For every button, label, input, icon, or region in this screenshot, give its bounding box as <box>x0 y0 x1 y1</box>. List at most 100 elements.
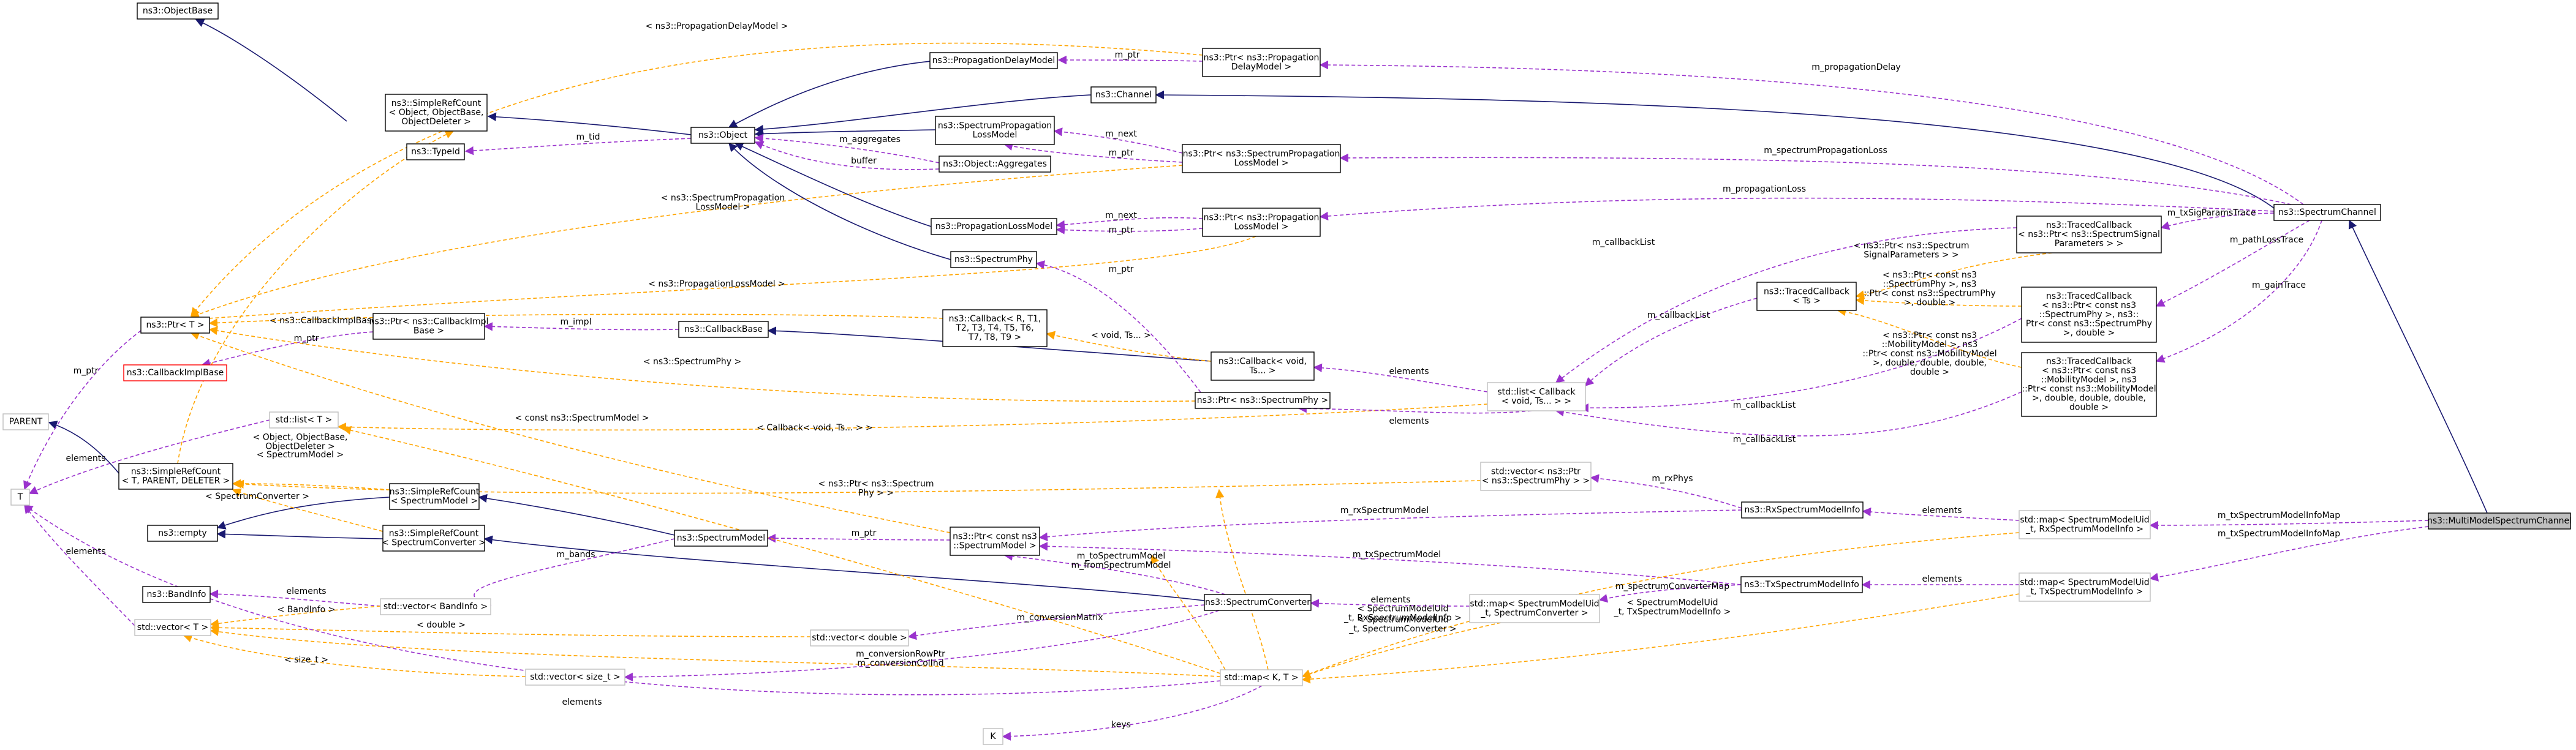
class-node-multimodel[interactable]: ns3::MultiModelSpectrumChannel <box>2427 512 2572 530</box>
class-node-callback10[interactable]: ns3::Callback< R, T1,T2, T3, T4, T5, T6,… <box>942 309 1048 347</box>
class-node-tnode[interactable]: T <box>10 489 30 506</box>
node-label: std::map< K, T > <box>1224 673 1298 683</box>
node-label: ns3::SimpleRefCount <box>391 99 482 108</box>
class-node-spectrummodel[interactable]: ns3::SpectrumModel <box>674 530 768 547</box>
class-node-objectbase[interactable]: ns3::ObjectBase <box>137 2 219 20</box>
node-label: ::Ptr< const ns3::MobilityModel <box>2022 384 2156 394</box>
class-node-tracedcbts[interactable]: ns3::TracedCallback< Ts > <box>1756 282 1857 311</box>
node-label: ObjectDeleter > <box>401 117 471 127</box>
class-node-channel[interactable]: ns3::Channel <box>1090 86 1157 103</box>
template-edge <box>337 403 1488 432</box>
template-edge <box>208 326 1196 402</box>
class-node-ptrproploss[interactable]: ns3::Ptr< ns3::PropagationLossModel > <box>1202 208 1321 237</box>
edge-label: m_bands <box>556 550 595 560</box>
usage-edge <box>766 533 951 543</box>
class-node-ptrcbimpl[interactable]: ns3::Ptr< ns3::CallbackImplBase > <box>369 313 489 340</box>
node-label: LossModel > <box>1234 159 1289 168</box>
node-box <box>269 411 339 429</box>
usage-edge <box>754 133 940 163</box>
class-node-parent[interactable]: PARENT <box>2 413 49 430</box>
edge-line <box>208 326 1196 402</box>
edge-line <box>1590 474 1742 509</box>
class-node-vecsizet[interactable]: std::vector< size_t > <box>525 669 625 686</box>
class-node-spectrumchannel[interactable]: ns3::SpectrumChannel <box>2273 204 2381 221</box>
node-label: ns3::CallbackImplBase <box>127 368 224 378</box>
template-edge <box>1855 252 2053 299</box>
node-label: ns3::TracedCallback <box>2046 220 2132 230</box>
class-node-propdelaymodel[interactable]: ns3::PropagationDelayModel <box>929 52 1058 69</box>
edge-label: m_pathLossTrace <box>2230 235 2303 245</box>
class-node-srcsm[interactable]: ns3::SimpleRefCount< SpectrumModel > <box>389 483 480 510</box>
class-node-tracedcbpath[interactable]: ns3::TracedCallback< ns3::Ptr< const ns3… <box>2021 287 2157 343</box>
class-node-maptx[interactable]: std::map< SpectrumModelUid_t, TxSpectrum… <box>2019 572 2151 602</box>
node-label: _t, TxSpectrumModelInfo > <box>2026 587 2144 597</box>
class-node-callbackimplbase[interactable]: ns3::CallbackImplBase <box>123 364 227 381</box>
class-node-callbackbase[interactable]: ns3::CallbackBase <box>678 321 769 338</box>
class-node-ptrt[interactable]: ns3::Ptr< T > <box>140 317 210 334</box>
node-label: >, double > <box>2063 328 2115 338</box>
class-node-knode[interactable]: K <box>983 728 1003 745</box>
class-node-ptrsphy[interactable]: ns3::Ptr< ns3::SpectrumPhy > <box>1195 392 1331 409</box>
node-label: ns3::Callback< R, T1, <box>949 314 1041 324</box>
edge-line <box>337 403 1488 432</box>
class-node-ptrspropmodel[interactable]: ns3::Ptr< ns3::SpectrumPropagationLossMo… <box>1182 144 1341 173</box>
class-node-srcdel[interactable]: ns3::SimpleRefCount< T, PARENT, DELETER … <box>118 463 233 490</box>
node-label: ns3::ObjectBase <box>143 6 213 16</box>
class-node-aggregates[interactable]: ns3::Object::Aggregates <box>939 156 1051 173</box>
edge-label: elements <box>1922 574 1962 584</box>
class-node-stdlistt[interactable]: std::list< T > <box>269 411 339 429</box>
class-node-bandinfo[interactable]: ns3::BandInfo <box>142 586 211 603</box>
edge-label: m_toSpectrumModel <box>1077 552 1166 561</box>
class-node-maprx[interactable]: std::map< SpectrumModelUid_t, RxSpectrum… <box>2019 510 2151 539</box>
class-node-stdvectort[interactable]: std::vector< T > <box>134 619 211 636</box>
class-node-tracedcbgain[interactable]: ns3::TracedCallback< ns3::Ptr< const ns3… <box>2021 352 2157 417</box>
class-node-ptrconstsm[interactable]: ns3::Ptr< const ns3::SpectrumModel > <box>950 527 1040 556</box>
class-node-ptrpropdelay[interactable]: ns3::Ptr< ns3::PropagationDelayModel > <box>1202 48 1321 77</box>
class-node-srcobj[interactable]: ns3::SimpleRefCount< Object, ObjectBase,… <box>385 94 488 132</box>
class-node-proplossmodel[interactable]: ns3::PropagationLossModel <box>931 218 1057 235</box>
template-edge <box>210 627 1221 677</box>
template-edge <box>1215 489 1269 670</box>
edge-line <box>1003 141 1183 163</box>
edge-label: < void, Ts... > <box>1091 331 1151 340</box>
class-node-callbackvoid[interactable]: ns3::Callback< void,Ts... > <box>1211 351 1315 381</box>
node-box <box>1740 576 1863 593</box>
class-node-rxsmi[interactable]: ns3::RxSpectrumModelInfo <box>1741 501 1864 519</box>
class-node-srcsc[interactable]: ns3::SimpleRefCount< SpectrumConverter > <box>382 525 486 552</box>
node-label: ::SpectrumModel > <box>953 541 1037 551</box>
class-node-stdlistcb[interactable]: std::list< Callback< void, Ts... > > <box>1487 382 1586 411</box>
edge-label: m_rxPhys <box>1652 474 1693 484</box>
class-node-object[interactable]: ns3::Object <box>690 127 755 144</box>
class-node-txsmi[interactable]: ns3::TxSpectrumModelInfo <box>1740 576 1863 593</box>
edge-line <box>728 142 951 260</box>
edge-line <box>232 488 383 532</box>
template-edge <box>1301 622 1501 678</box>
inheritance-edge <box>754 129 936 138</box>
class-node-spectrumconverter[interactable]: ns3::SpectrumConverter <box>1204 594 1312 611</box>
class-node-tracedcbsig[interactable]: ns3::TracedCallback< ns3::Ptr< ns3::Spec… <box>2016 216 2162 253</box>
edge-line <box>478 493 675 536</box>
class-node-vecbandinfo[interactable]: std::vector< BandInfo > <box>380 598 491 615</box>
class-node-vecdouble[interactable]: std::vector< double > <box>810 629 909 647</box>
edge-label: m_conversionColInd <box>857 659 943 669</box>
edge-line <box>190 331 951 533</box>
edge-label: SignalParameters > > <box>1864 250 1959 260</box>
edge-label: < ns3::Ptr< const ns3 <box>1883 271 1977 280</box>
template-edge <box>1837 307 2022 368</box>
node-box <box>525 669 625 686</box>
class-node-mapsc[interactable]: std::map< SpectrumModelUid_t, SpectrumCo… <box>1469 594 1600 623</box>
class-node-vecptrsphy[interactable]: std::vector< ns3::Ptr< ns3::SpectrumPhy … <box>1480 462 1592 491</box>
edge-label: m_ptr <box>294 334 319 343</box>
edge-label: m_callbackList <box>1592 238 1655 247</box>
class-node-spectrumphy[interactable]: ns3::SpectrumPhy <box>950 251 1037 268</box>
class-node-empty[interactable]: ns3::empty <box>147 525 218 542</box>
node-label: < T, PARENT, DELETER > <box>122 476 230 486</box>
class-node-mapkt[interactable]: std::map< K, T > <box>1220 669 1303 686</box>
edge-line <box>1056 217 1203 230</box>
class-node-typeid[interactable]: ns3::TypeId <box>406 143 465 160</box>
edge-label: elements <box>1389 367 1429 377</box>
inheritance-edge <box>754 94 1092 134</box>
